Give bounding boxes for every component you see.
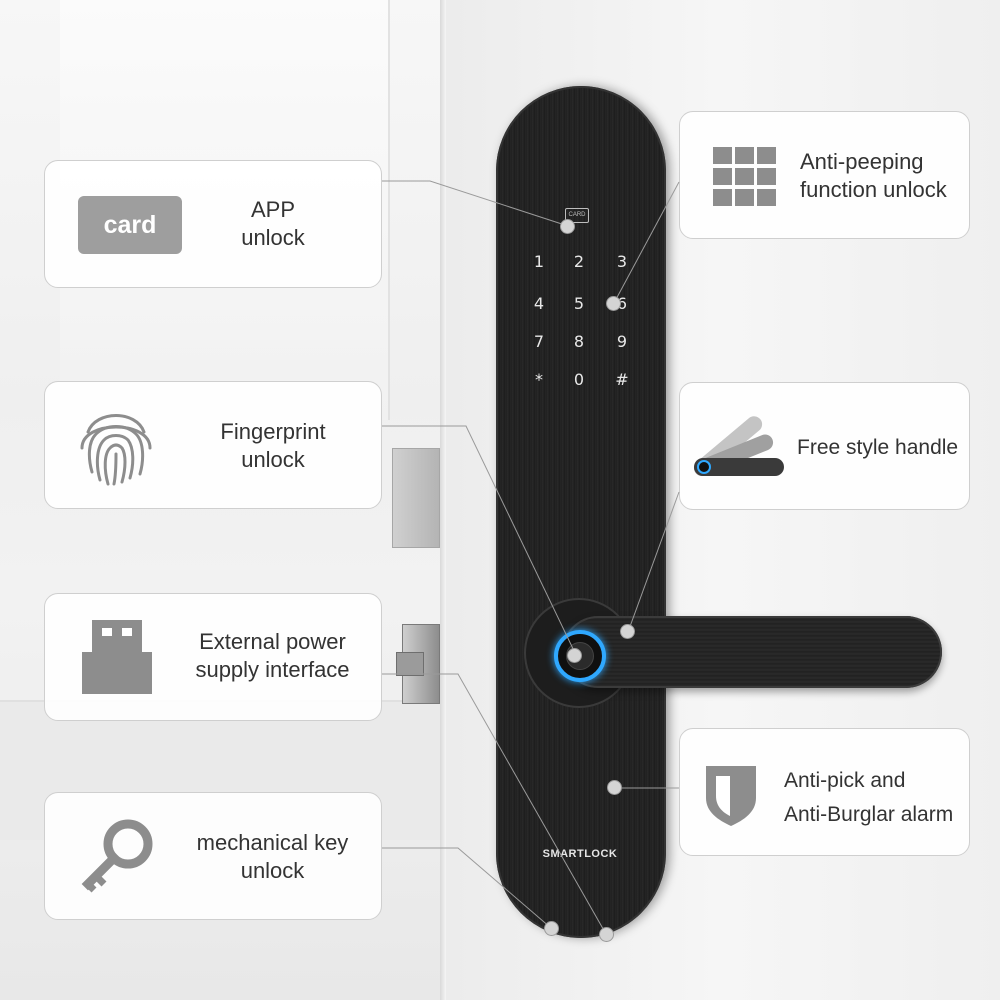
- keypad-grid-icon: [713, 168, 732, 185]
- keypad-key[interactable]: 2: [573, 252, 585, 271]
- keypad-key[interactable]: 4: [533, 294, 545, 313]
- shield-icon: [706, 766, 756, 826]
- keypad-key[interactable]: #: [615, 370, 629, 389]
- keypad-key[interactable]: 6: [616, 294, 628, 313]
- fingerprint-icon: [80, 414, 152, 486]
- keypad-grid-icon: [757, 168, 776, 185]
- keypad-key[interactable]: 9: [616, 332, 628, 351]
- callout-key: [44, 792, 382, 920]
- keypad-grid-icon: [735, 189, 754, 206]
- brand-label: SMARTLOCK: [542, 848, 618, 860]
- leader-dot-alarm: [607, 780, 622, 795]
- callout-handle-text: Free style handle: [797, 436, 959, 459]
- keypad-grid-icon: [735, 147, 754, 164]
- leader-dot-keypad: [606, 296, 621, 311]
- latch-tongue: [396, 652, 424, 676]
- usb-plug-icon: [82, 620, 152, 694]
- callout-anti-pick-text: Anti-pick and Anti-Burglar alarm: [784, 769, 954, 826]
- card-icon: card: [78, 196, 182, 254]
- keypad-grid-icon: [713, 147, 732, 164]
- callout-app-unlock-text: APP unlock: [241, 197, 305, 250]
- card-reader-mark: CARD: [565, 208, 589, 223]
- keypad-key[interactable]: *: [535, 370, 543, 389]
- leader-dot-key: [544, 921, 559, 936]
- leader-dot-fingerprint: [567, 648, 582, 663]
- keypad-key[interactable]: 8: [573, 332, 585, 351]
- keypad-grid-icon: [735, 168, 754, 185]
- keypad-key[interactable]: 7: [533, 332, 545, 351]
- smart-lock-body: [496, 86, 666, 938]
- leader-dot-handle: [620, 624, 635, 639]
- keypad-grid-icon: [757, 147, 776, 164]
- callout-fingerprint-text: Fingerprint unlock: [220, 419, 326, 472]
- callout-power-text: External power supply interface: [195, 629, 350, 682]
- handle-icon: [694, 416, 784, 476]
- callout-anti-peeping-text: Anti-peeping function unlock: [800, 149, 947, 202]
- keypad-key[interactable]: 5: [573, 294, 585, 313]
- leader-dot-power: [599, 927, 614, 942]
- keypad-key[interactable]: 1: [533, 252, 545, 271]
- strike-plate: [392, 448, 440, 548]
- keypad-key[interactable]: 3: [616, 252, 628, 271]
- key-icon: [81, 819, 153, 893]
- door-edge: [440, 0, 446, 1000]
- keypad-grid-icon: [713, 189, 732, 206]
- callout-key-text: mechanical key unlock: [196, 830, 349, 883]
- keypad-key[interactable]: 0: [573, 370, 585, 389]
- leader-dot-app: [560, 219, 575, 234]
- keypad-grid-icon: [757, 189, 776, 206]
